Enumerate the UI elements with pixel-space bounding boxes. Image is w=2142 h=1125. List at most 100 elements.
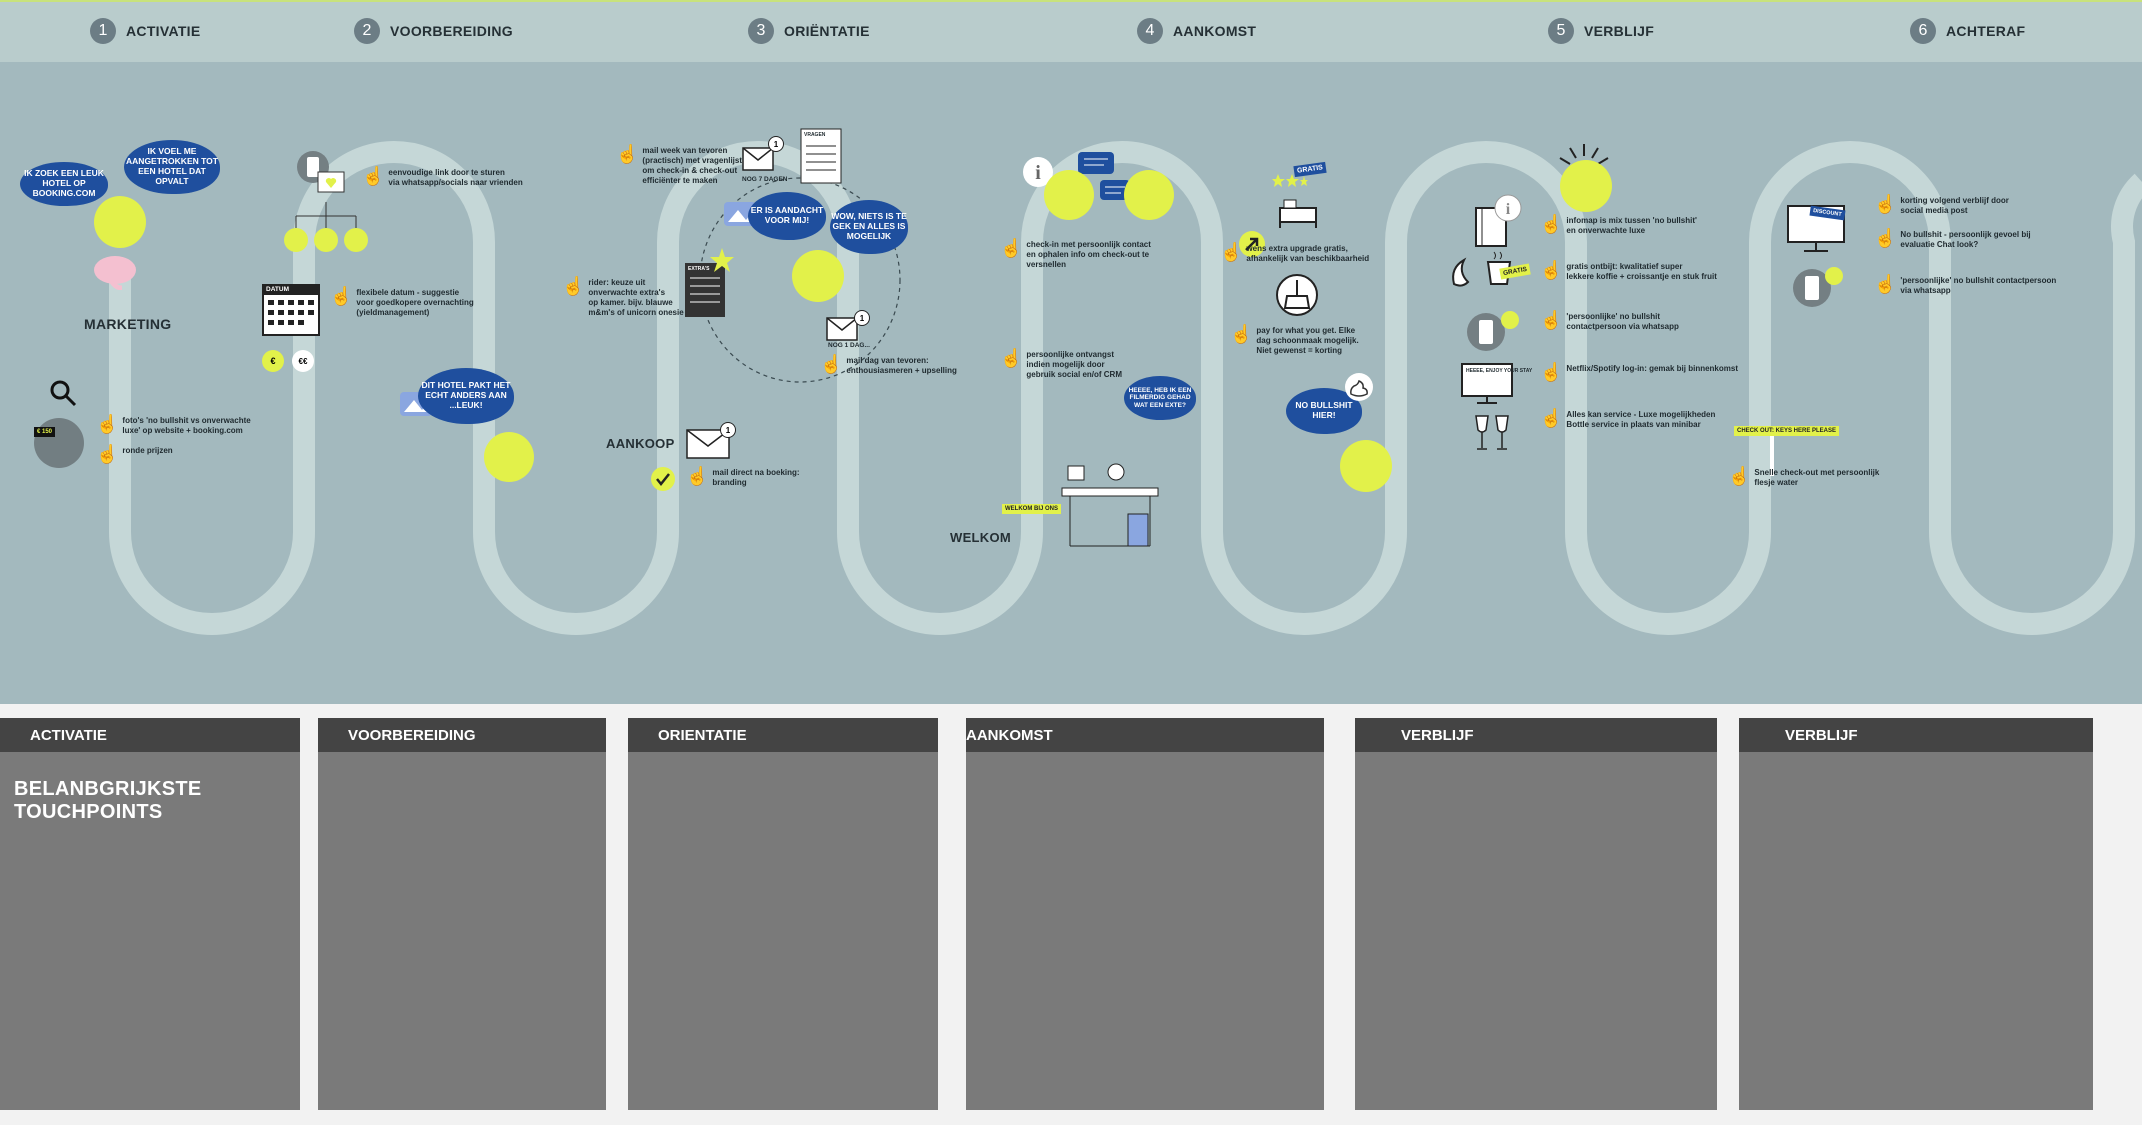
hand-pointer-icon: ☝ — [96, 444, 119, 464]
upgrade-arrow-icon — [1239, 231, 1265, 257]
thought-bubble-voel: IK VOEL ME AANGETROKKEN TOT EEN HOTEL DA… — [124, 140, 220, 194]
svg-text:i: i — [1035, 162, 1041, 184]
step-number: 1 — [90, 18, 116, 44]
step-label: ORIËNTATIE — [784, 23, 870, 39]
hand-pointer-icon: ☝ — [362, 166, 385, 186]
hand-pointer-icon: ☝ — [1220, 242, 1243, 262]
touchpoint-note: ☝Alles kan service - Luxe mogelijkheden … — [1540, 408, 1716, 429]
touchpoint-note: ☝pay for what you get. Elke dag schoonma… — [1230, 324, 1359, 355]
step-label: ACHTERAF — [1946, 23, 2026, 39]
hand-pointer-icon: ☝ — [1230, 324, 1253, 344]
customer-avatar-icon — [1124, 170, 1174, 220]
hand-pointer-icon: ☝ — [1874, 228, 1897, 248]
touchpoint-note: ☝korting volgend verblijf door social me… — [1874, 194, 2009, 215]
wine-glasses-icon — [1475, 415, 1509, 450]
touchpoint-note: ☝eenvoudige link door te sturen via what… — [362, 166, 523, 187]
checkout-sign: CHECK OUT: KEYS HERE PLEASE — [1734, 426, 1840, 436]
touchpoint-note: ☝persoonlijke ontvangst indien mogelijk … — [1000, 348, 1122, 379]
croissant-icon — [1452, 257, 1470, 287]
card-title: VOORBEREIDING — [318, 718, 606, 752]
thought-bubble-hebik: HEEEE, HEB IK EEN FILMERDIG GEHAD WAT EE… — [1124, 376, 1196, 420]
touchpoint-card-verblijf: VERBLIJF — [1355, 718, 1717, 1110]
hand-pointer-icon: ☝ — [1540, 362, 1563, 382]
phase-step-5: 5 VERBLIJF — [1548, 18, 1654, 44]
questionnaire-label: VRAGEN — [804, 132, 826, 138]
step-label: VERBLIJF — [1584, 23, 1655, 39]
customer-avatar-icon — [484, 432, 534, 482]
touchpoint-note: ☝Netflix/Spotify log-in: gemak bij binne… — [1540, 362, 1738, 382]
hand-pointer-icon: ☝ — [1540, 214, 1563, 234]
hand-pointer-icon: ☝ — [1540, 310, 1563, 330]
customer-avatar-icon — [792, 250, 844, 302]
notification-badge: 1 — [854, 310, 870, 326]
touchpoint-note: ☝mail dag van tevoren: enthousiasmeren +… — [820, 354, 957, 375]
mail-icon — [826, 317, 858, 341]
touchpoint-note: ☝ronde prijzen — [96, 444, 173, 464]
chat-icon — [1078, 152, 1114, 174]
step-number: 3 — [748, 18, 774, 44]
phase-step-4: 4 AANKOMST — [1137, 18, 1256, 44]
cleaning-icon — [1276, 274, 1318, 316]
customer-avatar-icon — [1560, 160, 1612, 212]
notification-badge: 1 — [768, 136, 784, 152]
chat-heart-icon — [317, 171, 345, 193]
step-label: ACTIVATIE — [126, 23, 201, 39]
touchpoint-card-activatie: ACTIVATIE BELANBGRIJKSTE TOUCHPOINTS — [0, 718, 300, 1110]
phone-avatar-icon — [1793, 267, 1843, 307]
tv-screen-text: HEEEE, ENJOY YOUR STAY — [1466, 368, 1533, 374]
hand-pointer-icon: ☝ — [1540, 408, 1563, 428]
hand-pointer-icon: ☝ — [1000, 238, 1023, 258]
thought-bubble-aandacht: ER IS AANDACHT VOOR MIJ! — [748, 192, 826, 240]
hand-pointer-icon: ☝ — [616, 144, 639, 164]
journey-map-area: IK ZOEK EEN LEUK HOTEL OP BOOKING.COM IK… — [0, 62, 2142, 704]
share-network-icon — [284, 202, 368, 252]
touchpoint-note: ☝foto's 'no bullshit vs onverwachte luxe… — [96, 414, 251, 435]
phase-step-1: 1 ACTIVATIE — [90, 18, 201, 44]
step-number: 6 — [1910, 18, 1936, 44]
hand-pointer-icon: ☝ — [1874, 274, 1897, 294]
hand-pointer-icon: ☝ — [562, 276, 585, 296]
notification-badge: 1 — [720, 422, 736, 438]
aankoop-label: AANKOOP — [606, 436, 675, 451]
double-euro-icon: €€ — [292, 350, 314, 372]
price-sign: € 150 — [34, 427, 56, 437]
reception-desk-icon — [1061, 463, 1159, 547]
hand-pointer-icon: ☝ — [1728, 466, 1751, 486]
touchpoint-note: ☝'persoonlijke' no bullshit contactperso… — [1874, 274, 2057, 295]
touchpoint-note: ☝check-in met persoonlijk contact en oph… — [1000, 238, 1151, 269]
journey-path — [109, 141, 2142, 635]
marketing-label: MARKETING — [84, 316, 172, 332]
star-icon — [710, 248, 734, 272]
questionnaire-icon — [800, 128, 842, 184]
touchpoint-note: ☝Snelle check-out met persoonlijk flesje… — [1728, 466, 1880, 487]
thought-bubble-pakt: DIT HOTEL PAKT HET ECHT ANDERS AAN ...LE… — [418, 368, 514, 424]
chat-icon — [1100, 180, 1130, 200]
welkom-label: WELKOM — [950, 530, 1012, 545]
info-icon: i — [1023, 157, 1053, 187]
touchpoint-card-verblijf-2: VERBLIJF — [1739, 718, 2093, 1110]
phone-avatar-icon — [1467, 311, 1519, 351]
laptop-icon — [34, 418, 84, 468]
customer-avatar-icon — [94, 196, 146, 248]
touchpoint-card-voorbereiding: VOORBEREIDING — [318, 718, 606, 1110]
svg-text:i: i — [1506, 201, 1511, 218]
hand-pointer-icon: ☝ — [1000, 348, 1023, 368]
step-number: 4 — [1137, 18, 1163, 44]
touchpoint-note: ☝rider: keuze uit onverwachte extra's op… — [562, 276, 684, 317]
welcome-sign: WELKOM BIJ ONS — [1002, 504, 1062, 514]
search-icon — [50, 380, 77, 407]
touchpoint-note: ☝gratis ontbijt: kwalitatief super lekke… — [1540, 260, 1717, 281]
card-title: ACTIVATIE — [0, 718, 300, 752]
card-title: VERBLIJF — [1355, 718, 1717, 752]
euro-icon: € — [262, 350, 284, 372]
card-subtitle: BELANBGRIJKSTE TOUCHPOINTS — [14, 778, 202, 823]
touchpoint-card-orientatie: ORIENTATIE — [628, 718, 938, 1110]
step-number: 5 — [1548, 18, 1574, 44]
touchpoint-note: ☝mail direct na boeking: branding — [686, 466, 800, 487]
step-label: AANKOMST — [1173, 23, 1257, 39]
phase-step-6: 6 ACHTERAF — [1910, 18, 2025, 44]
touchpoint-note: ☝infomap is mix tussen 'no bullshit' en … — [1540, 214, 1697, 235]
